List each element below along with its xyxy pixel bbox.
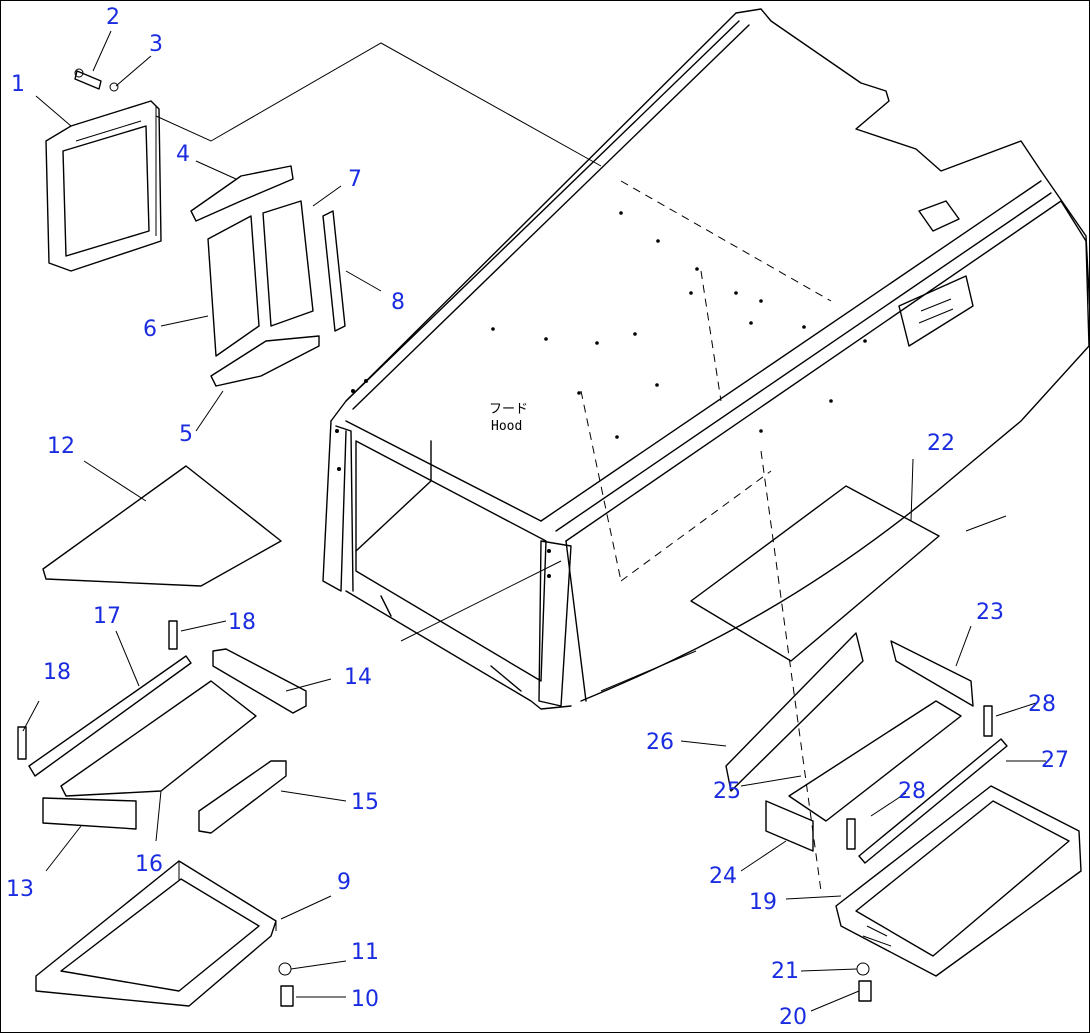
callout-20: 20 [779, 1005, 807, 1030]
callout-6: 6 [143, 317, 157, 342]
callout-8: 8 [391, 290, 405, 315]
part-5-pad [210, 335, 320, 387]
callout-7: 7 [348, 167, 362, 192]
part-28-stud-a [983, 705, 993, 737]
part-22-plate [690, 485, 940, 662]
callout-27: 27 [1041, 748, 1069, 773]
callout-18-a: 18 [228, 610, 256, 635]
callout-22: 22 [927, 431, 955, 456]
callout-numbers: 1 2 3 4 5 6 7 8 9 10 11 12 13 14 15 16 1… [6, 5, 1069, 1030]
part-1-frame [45, 100, 162, 272]
callout-28-a: 28 [1028, 692, 1056, 717]
callout-24: 24 [709, 864, 737, 889]
part-25-plate [788, 700, 962, 822]
part-19-tray [835, 785, 1082, 977]
callout-21: 21 [771, 959, 799, 984]
callout-11: 11 [351, 940, 379, 965]
part-28-stud-b [846, 818, 856, 850]
part-27-strip [858, 738, 1008, 864]
part-10-bolt [280, 985, 294, 1007]
callout-1: 1 [11, 72, 25, 97]
part-6-pad [207, 215, 260, 357]
callout-9: 9 [337, 870, 351, 895]
part-14-strip [212, 648, 307, 714]
part-13-block [42, 797, 137, 830]
part-11-washer [278, 962, 292, 976]
callout-28-b: 28 [898, 779, 926, 804]
part-9-tray [35, 860, 277, 1007]
part-24-block [765, 800, 814, 852]
callout-14: 14 [344, 665, 372, 690]
part-12-plate [42, 465, 282, 587]
callout-5: 5 [179, 422, 193, 447]
callout-4: 4 [176, 142, 190, 167]
part-18-stud-a [168, 620, 178, 650]
callout-12: 12 [47, 434, 75, 459]
part-3-washer [109, 82, 119, 92]
callout-17: 17 [93, 604, 121, 629]
part-23-strip [890, 640, 974, 707]
part-18-stud-b [17, 726, 27, 760]
part-26-strip [725, 632, 864, 792]
callout-15: 15 [351, 790, 379, 815]
part-2-bolt [74, 68, 102, 90]
part-21-washer [856, 962, 870, 976]
hood-assembly [155, 8, 1090, 892]
part-4-pad [190, 165, 294, 222]
leader-lines [22, 30, 1046, 1012]
callout-13: 13 [6, 877, 34, 902]
part-20-bolt [858, 980, 872, 1002]
callout-19: 19 [749, 890, 777, 915]
callout-23: 23 [976, 600, 1004, 625]
part-15-strip [198, 760, 287, 834]
callout-18-b: 18 [43, 660, 71, 685]
part-7-pad [262, 200, 314, 327]
callout-2: 2 [106, 5, 120, 30]
part-16-plate [60, 680, 257, 797]
part-17-strip [28, 655, 192, 777]
callout-26: 26 [646, 730, 674, 755]
callout-10: 10 [351, 987, 379, 1012]
part-8-pad [322, 210, 346, 332]
hood-label-en: Hood [491, 419, 522, 434]
callout-3: 3 [149, 32, 163, 57]
callout-16: 16 [135, 852, 163, 877]
callout-25: 25 [713, 779, 741, 804]
hood-label-jp: フード [489, 402, 528, 417]
